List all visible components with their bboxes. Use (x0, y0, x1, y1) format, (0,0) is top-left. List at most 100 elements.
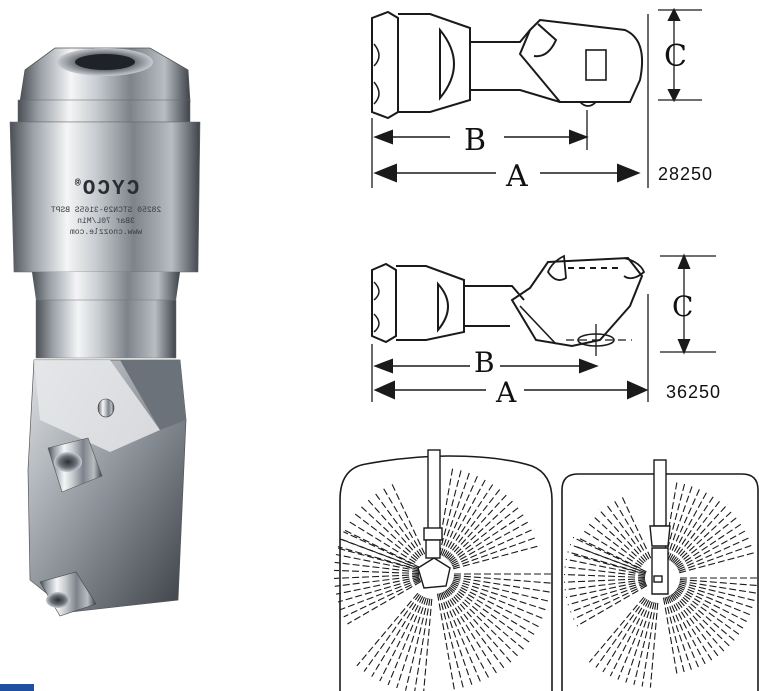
engraving: CYCO® 28250 STCN29-3165S BSPT 3Bar 70L/M… (26, 178, 186, 238)
spray-ray (391, 483, 426, 555)
spray-ray (588, 596, 645, 663)
spray-ray (586, 521, 643, 566)
nozzle-left (417, 449, 451, 589)
spray-ray (675, 589, 742, 637)
registered-mark: ® (72, 179, 81, 190)
spray-ray (564, 579, 646, 591)
spray-ray (679, 580, 759, 595)
spray-ray (443, 477, 488, 557)
spray-ray (679, 551, 757, 574)
spray-ray (666, 483, 694, 560)
label-b: B (474, 346, 495, 379)
tank-outline-left (339, 455, 553, 691)
spray-ray (602, 599, 648, 673)
spray-ray (676, 587, 746, 631)
spray-ray (564, 573, 646, 579)
spray-ray (572, 536, 647, 573)
spray-ray (609, 600, 650, 677)
spray-ray (334, 575, 420, 587)
spray-ray (337, 577, 420, 603)
spray-ray (440, 470, 471, 556)
spray-ray (679, 582, 758, 602)
label-a: A (505, 159, 528, 194)
spray-ray (442, 591, 491, 681)
spray-ray (570, 553, 639, 573)
spray-ray (567, 551, 646, 575)
spray-ray (678, 543, 755, 572)
brand-text: CYCO (80, 178, 140, 201)
model-number: 28250 (658, 164, 713, 184)
spray-ray (360, 505, 419, 560)
spray-ray (671, 593, 721, 659)
spray-ray (446, 588, 514, 665)
spray-ray (675, 515, 739, 567)
spray-ray (570, 582, 647, 613)
spray-ray (445, 486, 502, 559)
spray-ray (453, 576, 553, 594)
spray-ray (451, 520, 531, 565)
spray-ray (453, 574, 554, 584)
spray-ray (612, 498, 650, 560)
spray-ray (337, 546, 420, 571)
spray-ray (564, 578, 646, 583)
spray-ray (449, 505, 521, 563)
spray-ray (668, 595, 708, 667)
dimension-drawing-28250 (371, 7, 702, 188)
spray-ray (667, 596, 701, 671)
spray-ray (448, 586, 527, 652)
spray-ray (356, 592, 419, 667)
spray-ray (677, 536, 752, 571)
label-b: B (464, 123, 486, 158)
accent-bar (0, 684, 34, 691)
spray-ray (565, 558, 646, 576)
spray-ray (677, 586, 750, 624)
spray-ray (569, 543, 647, 574)
label-a: A (495, 376, 517, 409)
spray-ray (452, 579, 549, 612)
spray-ray (379, 596, 424, 682)
spray-ray (348, 521, 416, 563)
spray-ray (438, 467, 463, 555)
spray-ray (451, 528, 535, 567)
dimension-drawing-36250 (371, 253, 716, 402)
spray-ray (438, 593, 465, 691)
spray-ray (595, 597, 646, 668)
spray-ray (674, 590, 737, 643)
spray-ray (441, 592, 483, 685)
spray-ray (592, 515, 645, 564)
spray-ray (447, 492, 509, 560)
spray-ray (670, 594, 714, 663)
label-c: C (672, 290, 693, 323)
spray-ray (649, 602, 659, 688)
spray-ray (340, 538, 421, 570)
spray-ray (445, 589, 507, 671)
dimension-labels-36250: C B A 36250 (474, 290, 721, 409)
nozzle-product-photo (9, 47, 201, 617)
spray-ray (667, 486, 702, 560)
spray-ray (382, 487, 424, 556)
spray-ray (677, 529, 748, 569)
label-c: C (664, 39, 687, 74)
dimension-labels-28250: C B A 28250 (464, 39, 713, 194)
spray-ray (334, 561, 420, 573)
spray-ray (576, 585, 648, 627)
spray-ray (448, 498, 515, 561)
spray-ray (673, 591, 732, 649)
spray-ray (387, 596, 425, 686)
spray-ray (620, 494, 652, 559)
model-number: 36250 (666, 382, 721, 402)
spray-ray (371, 595, 422, 677)
spray-ray (450, 583, 537, 637)
spray-ray (396, 597, 427, 689)
spray-ray (565, 580, 646, 598)
spray-ray (441, 473, 480, 556)
spray-ray (673, 503, 729, 564)
spray-ray (452, 581, 546, 620)
spray-ray (453, 578, 551, 603)
spray-ray (449, 585, 532, 645)
spray-ray (567, 581, 646, 606)
engraving-rating: 3Bar 70L/Min (77, 217, 135, 226)
spray-ray (447, 587, 521, 659)
spray-ray (453, 544, 541, 570)
spray-pattern-diagrams (334, 449, 759, 691)
